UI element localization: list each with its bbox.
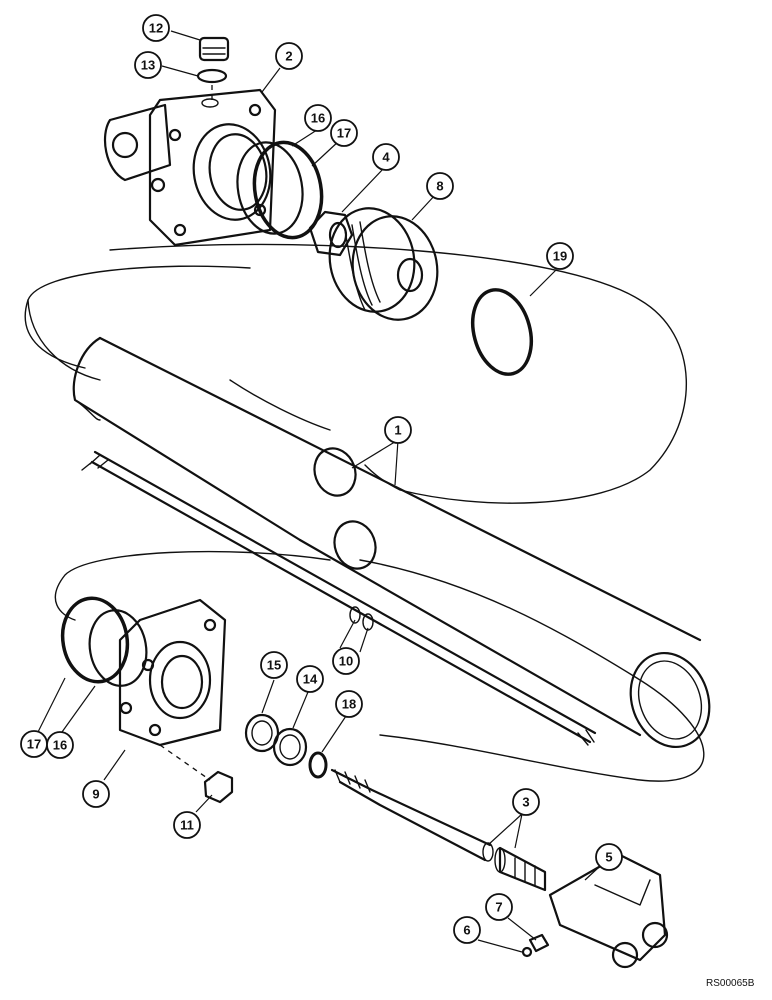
- piston-rod-part-3: [330, 768, 547, 892]
- o-ring-part-19: [471, 288, 533, 376]
- svg-text:14: 14: [303, 672, 318, 687]
- lower-end-cap-part-9: [118, 598, 227, 747]
- callout-1: 1: [384, 416, 412, 444]
- callout-16-upper: 16: [304, 104, 332, 132]
- leader-lines: [37, 30, 599, 953]
- nut-part-11: [203, 770, 234, 804]
- callout-7: 7: [485, 893, 513, 921]
- callout-3: 3: [512, 788, 540, 816]
- callout-18: 18: [335, 690, 363, 718]
- ring-part-14: [272, 727, 308, 767]
- svg-text:6: 6: [463, 923, 470, 938]
- svg-text:13: 13: [141, 58, 155, 73]
- svg-text:5: 5: [605, 850, 612, 865]
- clevis-part-5: [548, 853, 669, 969]
- svg-text:3: 3: [522, 795, 529, 810]
- callout-9: 9: [82, 780, 110, 808]
- o-ring-part-17-lower: [60, 596, 130, 684]
- upper-end-cap-part-2: [103, 88, 277, 247]
- svg-text:12: 12: [149, 21, 163, 36]
- svg-text:2: 2: [285, 49, 292, 64]
- drawing-code: RS00065B: [706, 978, 755, 989]
- callout-4: 4: [372, 143, 400, 171]
- callout-8: 8: [426, 172, 454, 200]
- callout-6: 6: [453, 916, 481, 944]
- svg-text:9: 9: [92, 787, 99, 802]
- svg-text:11: 11: [180, 818, 194, 833]
- callout-11: 11: [173, 811, 201, 839]
- plug-part-12: [198, 36, 230, 62]
- barrel-part-1: [72, 336, 711, 749]
- callout-19: 19: [546, 242, 574, 270]
- o-ring-part-18: [308, 751, 328, 779]
- svg-text:8: 8: [436, 179, 443, 194]
- svg-text:17: 17: [27, 737, 41, 752]
- callout-12: 12: [142, 14, 170, 42]
- set-screw-part-7: [528, 933, 550, 953]
- seal-part-16-lower: [88, 609, 148, 687]
- callout-14: 14: [296, 665, 324, 693]
- callout-15: 15: [260, 651, 288, 679]
- tie-rod-part-10: [81, 450, 597, 746]
- callout-17-upper: 17: [330, 119, 358, 147]
- svg-text:15: 15: [267, 658, 281, 673]
- svg-text:17: 17: [337, 126, 351, 141]
- nut-axis: [159, 744, 211, 781]
- callout-16-lower: 16: [46, 731, 74, 759]
- piston-part-8: [328, 207, 439, 321]
- callout-5: 5: [595, 843, 623, 871]
- svg-text:10: 10: [339, 654, 353, 669]
- svg-text:18: 18: [342, 697, 356, 712]
- svg-text:1: 1: [394, 423, 401, 438]
- svg-text:7: 7: [495, 900, 502, 915]
- callout-10: 10: [332, 647, 360, 675]
- svg-text:19: 19: [553, 249, 567, 264]
- callout-17-lower: 17: [20, 730, 48, 758]
- o-ring-part-17-upper: [252, 140, 324, 240]
- upper-group-outline: [24, 243, 687, 504]
- callout-13: 13: [134, 51, 162, 79]
- ball-part-6: [521, 946, 533, 958]
- svg-text:16: 16: [311, 111, 325, 126]
- o-ring-part-13: [196, 68, 228, 84]
- callout-2: 2: [275, 42, 303, 70]
- ring-part-15: [244, 713, 280, 753]
- svg-text:16: 16: [53, 738, 67, 753]
- upper-outline-left: [27, 299, 101, 381]
- svg-text:4: 4: [382, 150, 390, 165]
